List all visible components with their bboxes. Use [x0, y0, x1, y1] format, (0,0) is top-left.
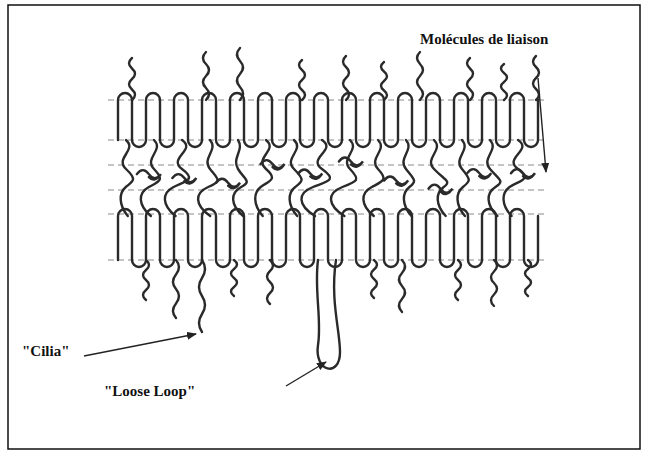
leader-arrows [84, 78, 546, 386]
chain-stroke [339, 157, 363, 166]
chain-stroke [491, 260, 497, 306]
chain-stroke [431, 140, 447, 216]
chain-stroke [121, 140, 133, 216]
chain-stroke [501, 64, 507, 100]
chain-stroke [137, 170, 161, 179]
chain-stroke [417, 52, 423, 100]
chain-stroke [399, 260, 405, 312]
chain-stroke [403, 140, 414, 216]
chain-stroke [255, 140, 272, 216]
chain-stroke [467, 58, 473, 100]
chain-stroke [143, 260, 149, 300]
chain-stroke [172, 174, 196, 183]
chain-stroke [455, 260, 461, 300]
chain-stroke [199, 260, 205, 332]
chain-stroke [299, 60, 305, 100]
chain-stroke [381, 62, 387, 100]
chain-stroke [298, 170, 322, 179]
callout-label: "Loose Loop" [104, 383, 195, 400]
chain-stroke [173, 260, 179, 318]
chain-stroke [216, 179, 240, 188]
chain-stroke [428, 185, 452, 194]
chain-stroke [384, 176, 408, 185]
callout-label: "Cilia" [22, 343, 70, 360]
chain-stroke [467, 169, 491, 178]
polymer-chains [118, 48, 539, 369]
chain-stroke [525, 260, 531, 296]
chain-stroke [331, 140, 356, 216]
chain-stroke [118, 209, 538, 267]
chain-stroke [261, 160, 285, 169]
chain-stroke [267, 260, 273, 304]
frame [8, 5, 640, 449]
chain-stroke [487, 140, 500, 216]
chain-stroke [198, 140, 218, 216]
chain-stroke [458, 140, 469, 216]
callout-label: Molécules de liaison [420, 31, 548, 48]
chain-stroke [118, 93, 538, 147]
chain-stroke [290, 140, 302, 216]
chain-stroke [343, 56, 349, 100]
chain-stroke [203, 52, 209, 100]
chain-stroke [129, 58, 135, 100]
chain-stroke [317, 260, 340, 369]
chain-stroke [363, 140, 383, 216]
chain-stroke [504, 140, 525, 216]
chain-stroke [233, 140, 247, 216]
chain-stroke [371, 260, 377, 298]
chain-stroke [237, 48, 243, 100]
chain-stroke [231, 260, 237, 296]
chain-stroke [511, 169, 535, 178]
